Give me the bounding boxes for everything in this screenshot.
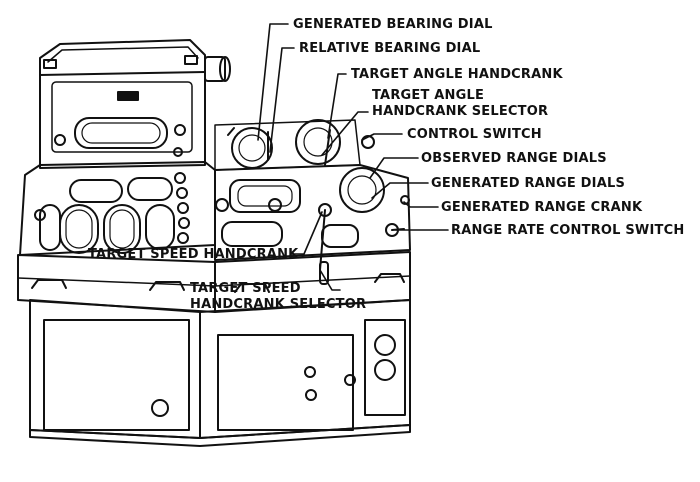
dial-cluster <box>214 119 410 271</box>
leader-generated-range-dials <box>371 182 429 199</box>
label-generated-range-dials: GENERATED RANGE DIALS <box>431 176 626 191</box>
leader-target-angle-handcrank-selector <box>321 111 369 156</box>
label-target-angle-handcrank-selector: TARGET ANGLE HANDCRANK SELECTOR <box>372 88 548 120</box>
leader-observed-range-dials <box>369 157 419 179</box>
leader-target-angle-handcrank <box>327 73 347 139</box>
label-generated-bearing-dial: GENERATED BEARING DIAL <box>293 17 493 32</box>
label-generated-range-crank: GENERATED RANGE CRANK <box>441 200 643 215</box>
label-target-angle-handcrank-selector-line2: HANDCRANK SELECTOR <box>372 104 549 119</box>
label-relative-bearing-dial: RELATIVE BEARING DIAL <box>299 41 481 56</box>
label-control-switch: CONTROL SWITCH <box>407 127 542 142</box>
leader-lines <box>257 23 449 291</box>
label-target-speed-handcrank-selector-line2: HANDCRANK SELECTOR <box>190 297 367 312</box>
main-top-deck <box>17 161 411 313</box>
label-target-angle-handcrank: TARGET ANGLE HANDCRANK <box>351 67 563 82</box>
leader-generated-range-crank <box>403 201 439 208</box>
label-target-speed-handcrank-selector: TARGET SPEED HANDCRANK SELECTOR <box>190 281 366 313</box>
label-target-speed-handcrank-selector-line1: TARGET SPEED <box>190 281 301 296</box>
leader-target-speed-handcrank-selector <box>319 269 341 291</box>
leader-relative-bearing-dial <box>269 47 295 153</box>
upper-left-housing <box>39 39 231 169</box>
lower-cabinets <box>29 299 411 447</box>
leader-control-switch <box>361 133 403 141</box>
label-target-speed-handcrank: TARGET SPEED HANDCRANK <box>88 247 299 262</box>
label-target-angle-handcrank-selector-line1: TARGET ANGLE <box>372 88 485 103</box>
label-range-rate-control-switch: RANGE RATE CONTROL SWITCH <box>451 223 685 238</box>
leader-generated-bearing-dial <box>257 23 289 141</box>
label-observed-range-dials: OBSERVED RANGE DIALS <box>421 151 607 166</box>
leader-target-speed-handcrank <box>291 211 323 255</box>
